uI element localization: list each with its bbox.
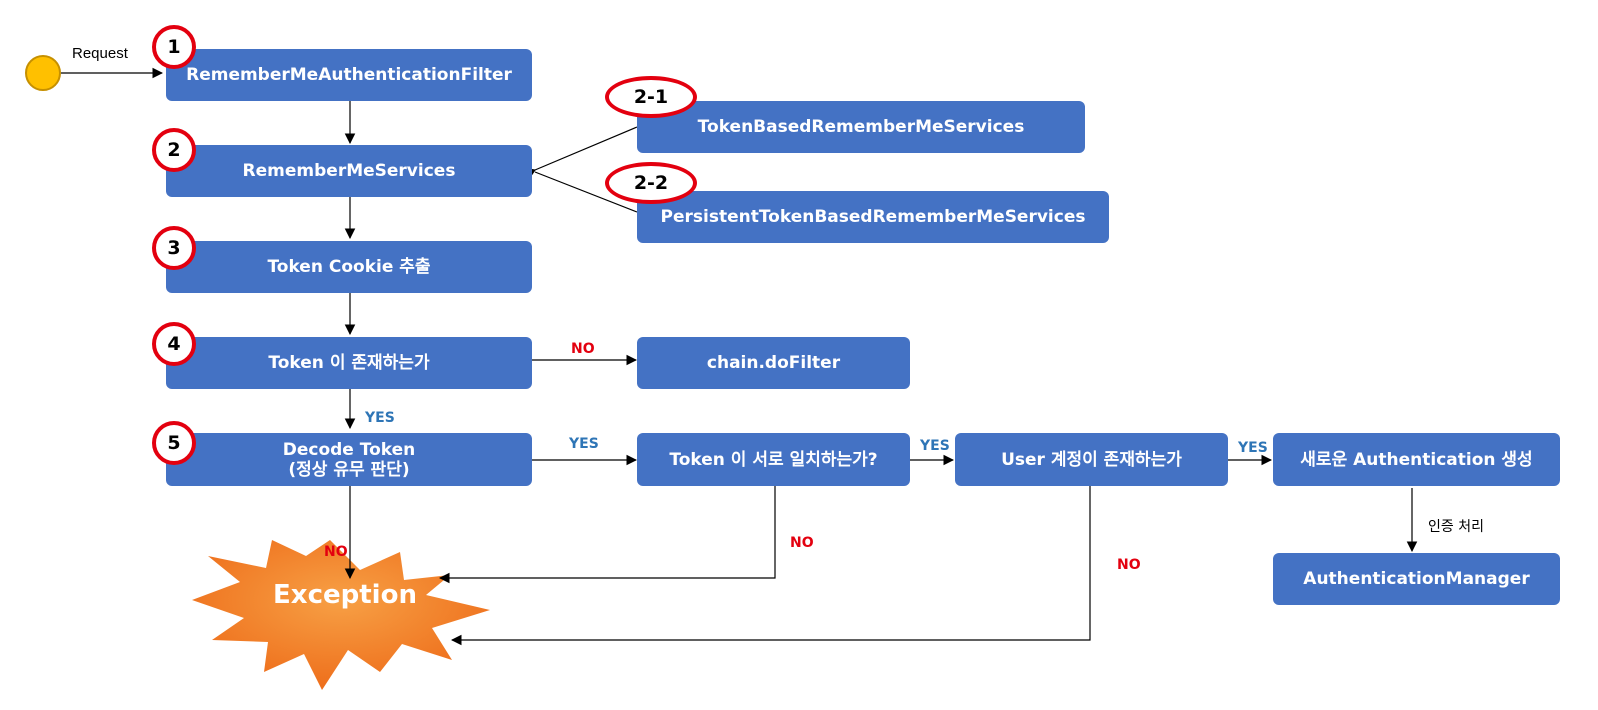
decode-token-line2: (정상 유무 판단) — [288, 459, 410, 480]
request-label: Request — [72, 45, 128, 62]
remember-me-filter-box: RememberMeAuthenticationFilter — [166, 49, 532, 101]
exception-label: Exception — [273, 580, 417, 610]
edge-label-no-match: NO — [790, 535, 814, 551]
step-badge-1: 1 — [152, 25, 196, 69]
step-badge-5: 5 — [152, 421, 196, 465]
edge-label-yes-match: YES — [569, 436, 599, 452]
request-start-node — [25, 55, 61, 91]
edge-label-yes-decode: YES — [365, 410, 395, 426]
step-badge-2-2: 2-2 — [605, 162, 697, 204]
edge-label-auth-process: 인증 처리 — [1428, 519, 1484, 535]
chain-dofilter-box: chain.doFilter — [637, 337, 910, 389]
edge-label-yes-new: YES — [1238, 440, 1268, 456]
extract-cookie-box: Token Cookie 추출 — [166, 241, 532, 293]
edge-label-yes-user: YES — [920, 438, 950, 454]
step-badge-2-1: 2-1 — [605, 76, 697, 118]
step-badge-2: 2 — [152, 128, 196, 172]
user-exists-box: User 계정이 존재하는가 — [955, 433, 1228, 486]
edge-tokenbased — [520, 126, 638, 178]
edge-label-no-decode: NO — [324, 544, 348, 560]
token-exists-box: Token 이 존재하는가 — [166, 337, 532, 389]
token-based-services-box: TokenBasedRememberMeServices — [637, 101, 1085, 153]
decode-token-box: Decode Token (정상 유무 판단) — [166, 433, 532, 486]
remember-me-services-box: RememberMeServices — [166, 145, 532, 197]
edge-no-match — [438, 486, 776, 584]
persistent-token-services-box: PersistentTokenBasedRememberMeServices — [637, 191, 1109, 243]
step-badge-3: 3 — [152, 226, 196, 270]
authentication-manager-box: AuthenticationManager — [1273, 553, 1560, 605]
edge-label-no-user: NO — [1117, 557, 1141, 573]
step-badge-4: 4 — [152, 322, 196, 366]
decode-token-line1: Decode Token — [282, 439, 416, 460]
exception-burst — [192, 540, 490, 690]
token-match-box: Token 이 서로 일치하는가? — [637, 433, 910, 486]
edge-label-no-dofilter: NO — [571, 341, 595, 357]
new-authentication-box: 새로운 Authentication 생성 — [1273, 433, 1560, 486]
edge-no-user — [450, 486, 1091, 646]
edge-persistent — [534, 171, 638, 213]
